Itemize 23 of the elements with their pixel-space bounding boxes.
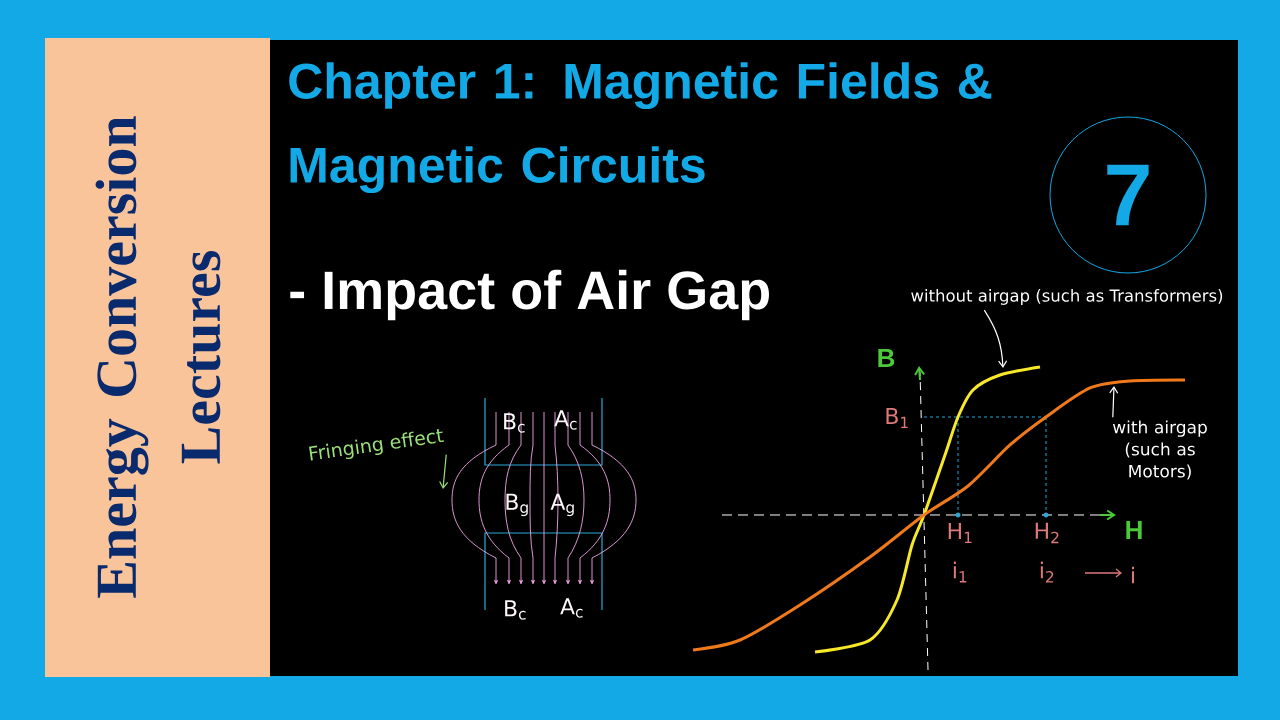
annotation-text: Fringing effect xyxy=(309,429,444,461)
symbol-label: i$_{2}$ xyxy=(1040,561,1054,583)
symbol-label: B$_{c}$ xyxy=(505,600,526,620)
subtitle: - Impact of Air Gap xyxy=(290,269,769,321)
axis-label: B xyxy=(878,349,895,367)
title: Chapter 1: Magnetic Fields & Magnetic Circuits xyxy=(289,62,992,194)
symbol-label: A$_{c}$ xyxy=(554,410,577,430)
symbol-label: H$_{2}$ xyxy=(1035,522,1059,544)
symbol-label: B$_{g}$ xyxy=(506,493,528,517)
symbol-label: A$_{c}$ xyxy=(560,598,583,618)
symbol-label: i$_{1}$ xyxy=(953,561,967,583)
side-band-text: Energy Conversion Lectures xyxy=(95,116,221,598)
symbol-label: i xyxy=(1132,566,1134,584)
arrow xyxy=(1109,386,1119,418)
symbol-label: B$_{1}$ xyxy=(886,407,908,429)
symbol-label: H$_{1}$ xyxy=(948,522,972,544)
annotation-text: with airgap (such as Motors) xyxy=(1112,420,1207,480)
axis-label: H xyxy=(1126,521,1142,539)
arrow xyxy=(983,309,1008,368)
arrow xyxy=(439,454,449,489)
symbol-label: B$_{c}$ xyxy=(504,413,525,433)
symbol-label: A$_{g}$ xyxy=(550,493,574,517)
annotation-text: without airgap (such as Transformers) xyxy=(911,289,1223,305)
